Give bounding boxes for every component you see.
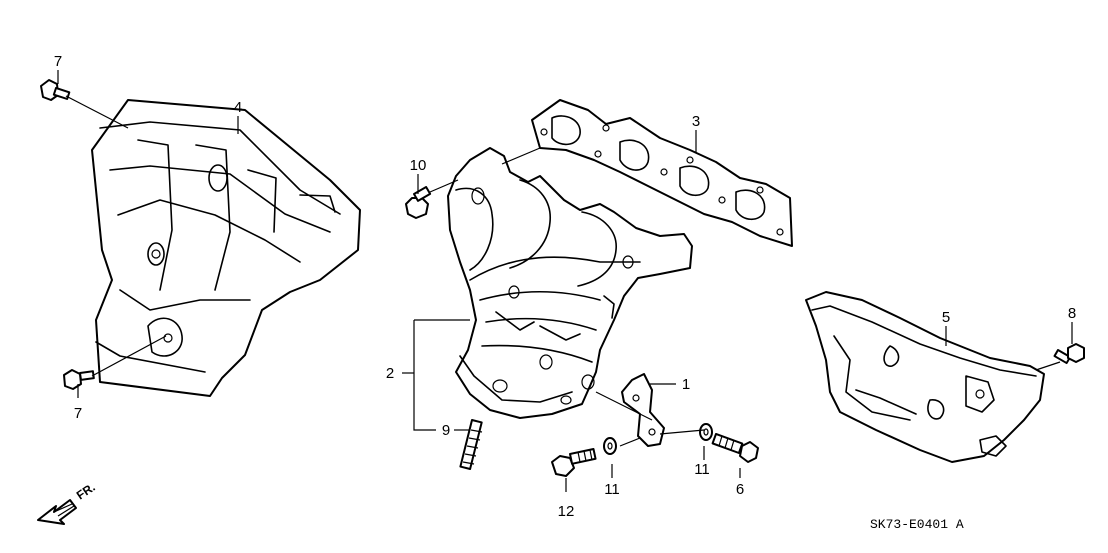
bolt-7-lower (63, 369, 95, 390)
callout-6: 6 (736, 481, 744, 498)
bolt-8 (1053, 343, 1085, 365)
arrow-icon (37, 499, 77, 525)
callout-5: 5 (942, 309, 950, 326)
callout-11-left: 11 (604, 481, 620, 498)
callout-4: 4 (234, 99, 242, 116)
callout-1: 1 (682, 376, 690, 393)
upper-heat-shield (91, 99, 361, 397)
stud-9 (459, 419, 483, 470)
bolt-6 (711, 432, 759, 463)
exhaust-manifold (447, 147, 693, 419)
washer-11-right (699, 423, 713, 441)
diagram-code: SK73-E0401 A (870, 517, 964, 532)
callout-11-right: 11 (694, 461, 710, 478)
front-direction-indicator: FR. (37, 480, 98, 525)
callout-12: 12 (558, 503, 575, 520)
callout-8: 8 (1068, 305, 1076, 322)
manifold-bracket (621, 373, 665, 447)
bolt-7-upper (40, 79, 71, 101)
callout-7-upper: 7 (54, 53, 62, 70)
callout-7-lower: 7 (74, 405, 82, 422)
callout-10: 10 (410, 157, 427, 174)
bolt-12 (551, 448, 597, 477)
leader-lines (57, 70, 1073, 492)
callout-2: 2 (386, 365, 394, 382)
washer-11-left (603, 437, 617, 455)
exhaust-gasket (531, 99, 793, 247)
front-label: FR. (74, 480, 98, 502)
nut-10 (405, 185, 432, 219)
callout-3: 3 (692, 113, 700, 130)
callout-9: 9 (442, 422, 450, 439)
lower-heat-shield (805, 291, 1045, 463)
callout-labels: 7 4 7 3 10 2 9 1 5 8 11 11 6 12 (54, 53, 1076, 520)
